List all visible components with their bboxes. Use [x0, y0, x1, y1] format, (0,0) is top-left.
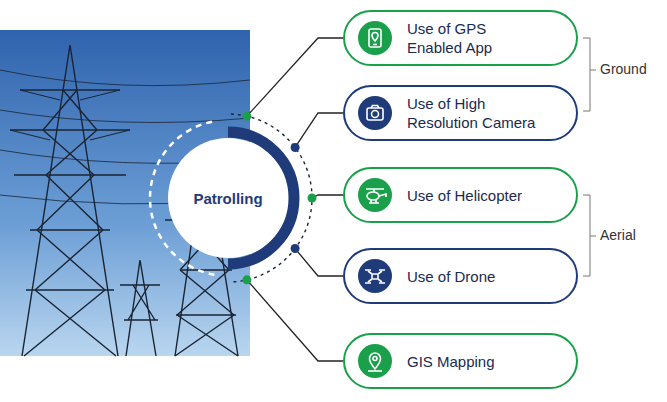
method-label: GIS Mapping [407, 352, 495, 371]
method-label: Use of Drone [407, 267, 495, 286]
method-pill: Use of Drone [343, 248, 578, 304]
method-pill: Use of High Resolution Camera [343, 85, 578, 141]
method-icon [358, 259, 392, 293]
method-label: Use of GPS Enabled App [407, 19, 507, 57]
method-icon [358, 178, 392, 212]
method-label: Use of High Resolution Camera [407, 94, 547, 132]
connector-line [247, 280, 343, 361]
method-pill: GIS Mapping [343, 333, 578, 389]
method-icon [358, 344, 392, 378]
connector-line [295, 249, 343, 276]
hub-title: Patrolling [193, 190, 262, 207]
method-label: Use of Helicopter [407, 186, 522, 205]
method-icon [358, 21, 392, 55]
method-pill: Use of Helicopter [343, 167, 578, 223]
method-pill: Use of GPS Enabled App [343, 10, 578, 66]
hub-circle: Patrolling [144, 114, 312, 282]
group-label: Ground [600, 61, 647, 77]
connector-line [295, 113, 343, 147]
method-icon [358, 96, 392, 130]
connector-line [312, 195, 343, 198]
connector-line [247, 38, 343, 116]
group-label: Aerial [600, 227, 636, 243]
